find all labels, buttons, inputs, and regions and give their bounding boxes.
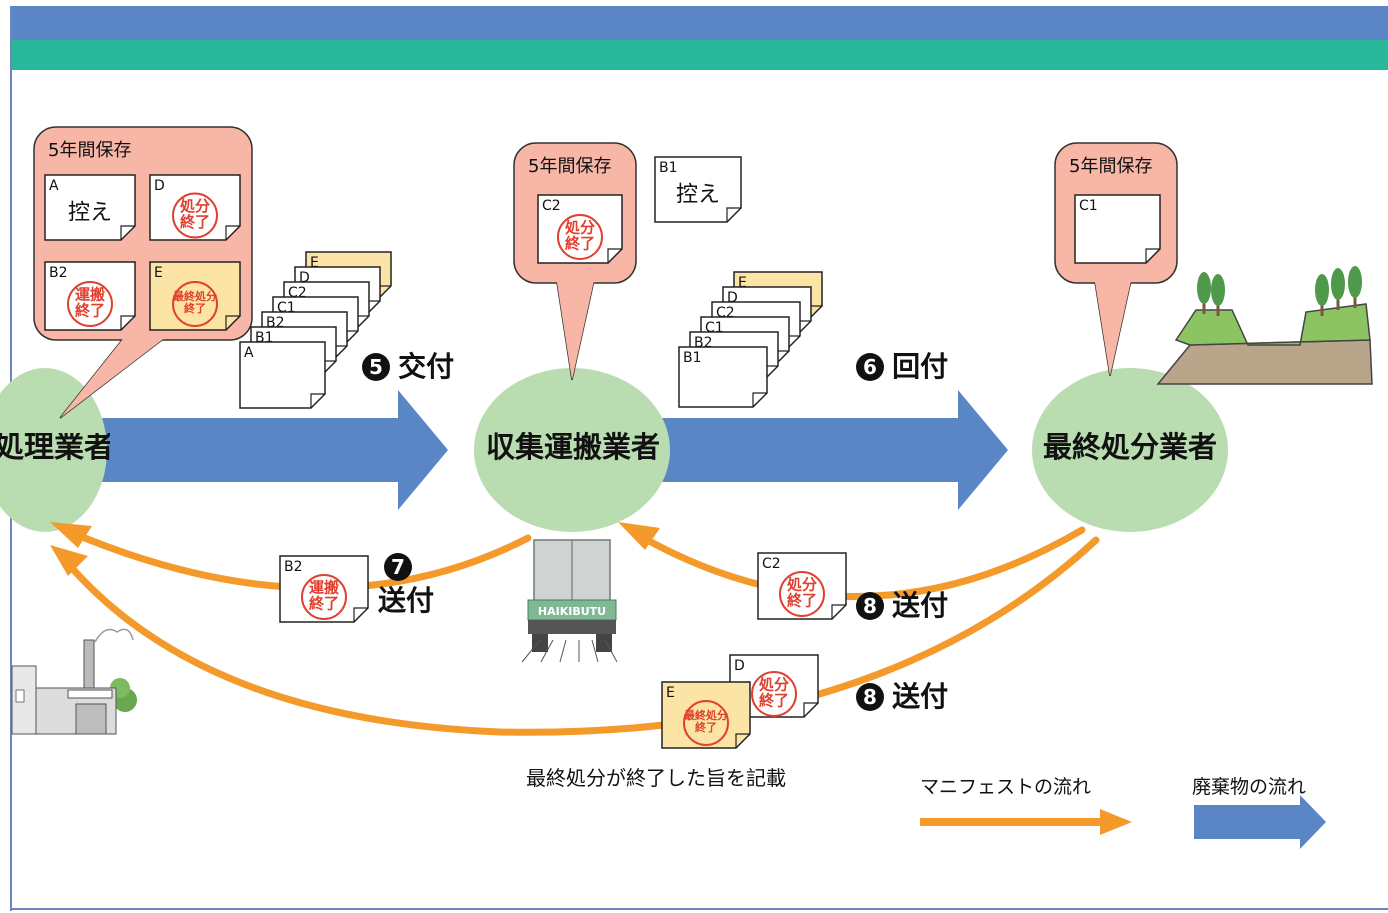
actor-collector: 収集運搬業者 bbox=[485, 430, 660, 464]
step-8a: 8 送付 bbox=[856, 592, 948, 620]
svg-text:終了: 終了 bbox=[565, 235, 595, 253]
disposer-ellipse bbox=[1032, 368, 1228, 532]
step-6: 6 回付 bbox=[856, 353, 948, 381]
svg-text:終了: 終了 bbox=[787, 592, 817, 610]
waste-arrow-1 bbox=[60, 390, 448, 510]
final-disposal-note: 最終処分が終了した旨を記載 bbox=[526, 766, 786, 790]
doc-label: A bbox=[49, 178, 59, 194]
step-5-label: 交付 bbox=[398, 350, 455, 383]
legend-waste-arrow bbox=[1194, 795, 1326, 849]
step-7-number-icon: 7 bbox=[384, 553, 412, 581]
discharger-ellipse bbox=[0, 368, 107, 532]
frame-line-bottom bbox=[10, 908, 1388, 910]
legend-manifest-label: マニフェストの流れ bbox=[920, 776, 1092, 798]
landfill-icon bbox=[1156, 266, 1373, 385]
svg-text:処分: 処分 bbox=[758, 676, 789, 694]
storage-label: 5年間保存 bbox=[528, 156, 611, 177]
step-8a-number-icon: 8 bbox=[856, 592, 884, 620]
svg-text:処分: 処分 bbox=[179, 197, 210, 215]
doc-label: E bbox=[666, 685, 675, 701]
step-5: 5 交付 bbox=[362, 353, 454, 381]
step-6-label: 回付 bbox=[892, 350, 949, 383]
doc-label: B1 bbox=[683, 350, 702, 366]
doc-label: B1 bbox=[659, 160, 678, 176]
step-6-number-icon: 6 bbox=[856, 353, 884, 381]
doc-label: D bbox=[727, 290, 738, 306]
doc-label: C1 bbox=[1079, 198, 1098, 214]
waste-arrow-2 bbox=[620, 390, 1008, 510]
doc-label: E bbox=[310, 255, 319, 271]
doc-A-copy: A 控え bbox=[44, 174, 136, 241]
svg-text:処分: 処分 bbox=[564, 219, 595, 237]
svg-text:運搬: 運搬 bbox=[309, 579, 339, 597]
actor-discharger: 処理業者 bbox=[0, 433, 110, 463]
legend-manifest-arrow bbox=[920, 809, 1132, 835]
svg-text:処分: 処分 bbox=[786, 576, 817, 594]
doc-label: E bbox=[738, 275, 747, 291]
svg-text:終了: 終了 bbox=[695, 720, 717, 734]
stack5-doc-A: A bbox=[239, 341, 326, 409]
svg-text:終了: 終了 bbox=[180, 213, 210, 231]
svg-text:最終処分: 最終処分 bbox=[173, 289, 217, 303]
step-8b-number-icon: 8 bbox=[856, 683, 884, 711]
doc-B1-copy: B1 控え bbox=[654, 156, 742, 223]
doc-label: A bbox=[244, 345, 254, 361]
step-8b: 8 送付 bbox=[856, 683, 948, 711]
doc-label: B2 bbox=[284, 559, 303, 575]
doc-copy-text: 控え bbox=[68, 201, 112, 226]
header-bar-teal bbox=[12, 40, 1388, 70]
step-7-label: 送付 bbox=[378, 584, 435, 617]
actor-disposer: 最終処分業者 bbox=[1042, 430, 1217, 464]
doc-label: B2 bbox=[49, 265, 68, 281]
svg-text:最終処分: 最終処分 bbox=[684, 708, 728, 722]
step-5-number-icon: 5 bbox=[362, 353, 390, 381]
truck-text: HAIKIBUTU bbox=[538, 605, 606, 618]
step-7: 7 送付 bbox=[378, 553, 434, 615]
doc-copy-text: 控え bbox=[676, 183, 720, 208]
manifest-return-8b bbox=[50, 536, 1100, 736]
step-8a-label: 送付 bbox=[892, 589, 949, 622]
collector-ellipse bbox=[474, 368, 670, 532]
doc-label: E bbox=[154, 265, 163, 281]
doc-label: D bbox=[154, 178, 165, 194]
header-bar-blue bbox=[12, 6, 1388, 40]
doc-label: C2 bbox=[762, 556, 781, 572]
legend-waste-label: 廃棄物の流れ bbox=[1192, 776, 1307, 798]
stack6-doc-B1: B1 bbox=[678, 346, 768, 408]
storage-label: 5年間保存 bbox=[1069, 156, 1152, 177]
doc-C1-stored: C1 bbox=[1074, 194, 1161, 264]
doc-label: C2 bbox=[542, 198, 561, 214]
manifest-return-8a bbox=[618, 522, 1086, 601]
svg-text:終了: 終了 bbox=[759, 692, 789, 710]
svg-text:終了: 終了 bbox=[75, 302, 105, 320]
svg-text:終了: 終了 bbox=[309, 595, 339, 613]
garbage-truck-icon: HAIKIBUTU bbox=[521, 539, 618, 663]
step-8b-label: 送付 bbox=[892, 680, 949, 713]
doc-label: D bbox=[299, 270, 310, 286]
doc-label: D bbox=[734, 658, 745, 674]
storage-label: 5年間保存 bbox=[48, 140, 131, 161]
svg-text:終了: 終了 bbox=[184, 301, 206, 315]
svg-text:運搬: 運搬 bbox=[75, 286, 105, 304]
factory-icon bbox=[11, 628, 137, 735]
